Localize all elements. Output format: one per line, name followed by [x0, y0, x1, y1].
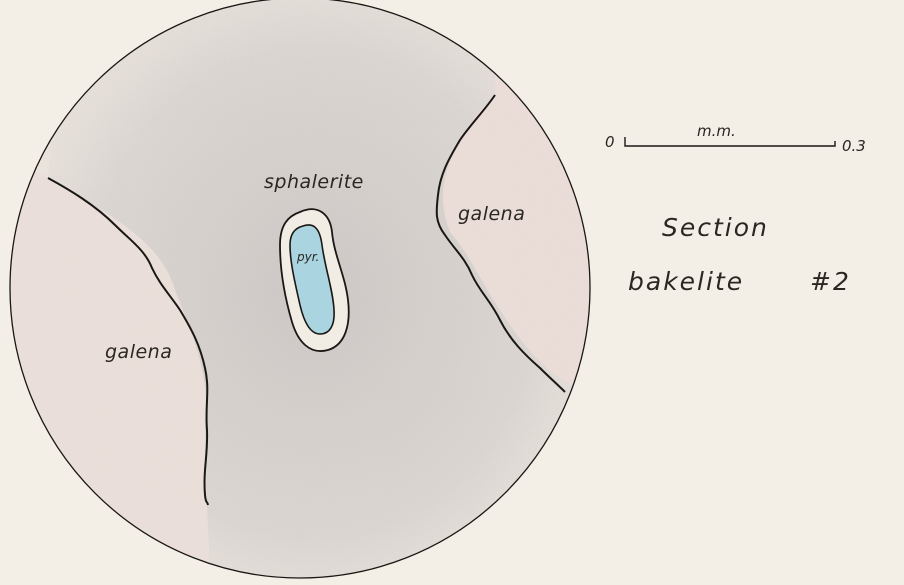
label-galena-left: galena — [105, 341, 172, 363]
title-line2-text: bakelite — [628, 267, 744, 296]
label-galena-right: galena — [458, 203, 525, 225]
label-sphalerite: sphalerite — [264, 171, 364, 193]
scale-start-label: 0 — [605, 133, 615, 151]
scale-unit-label: m.m. — [697, 122, 736, 140]
scale-bar: 0 m.m. 0.3 — [605, 122, 866, 155]
title-line2-number: #2 — [810, 267, 851, 296]
title-line1: Section — [662, 213, 769, 242]
label-pyrite: pyr. — [296, 250, 319, 264]
scale-end-label: 0.3 — [842, 137, 866, 155]
